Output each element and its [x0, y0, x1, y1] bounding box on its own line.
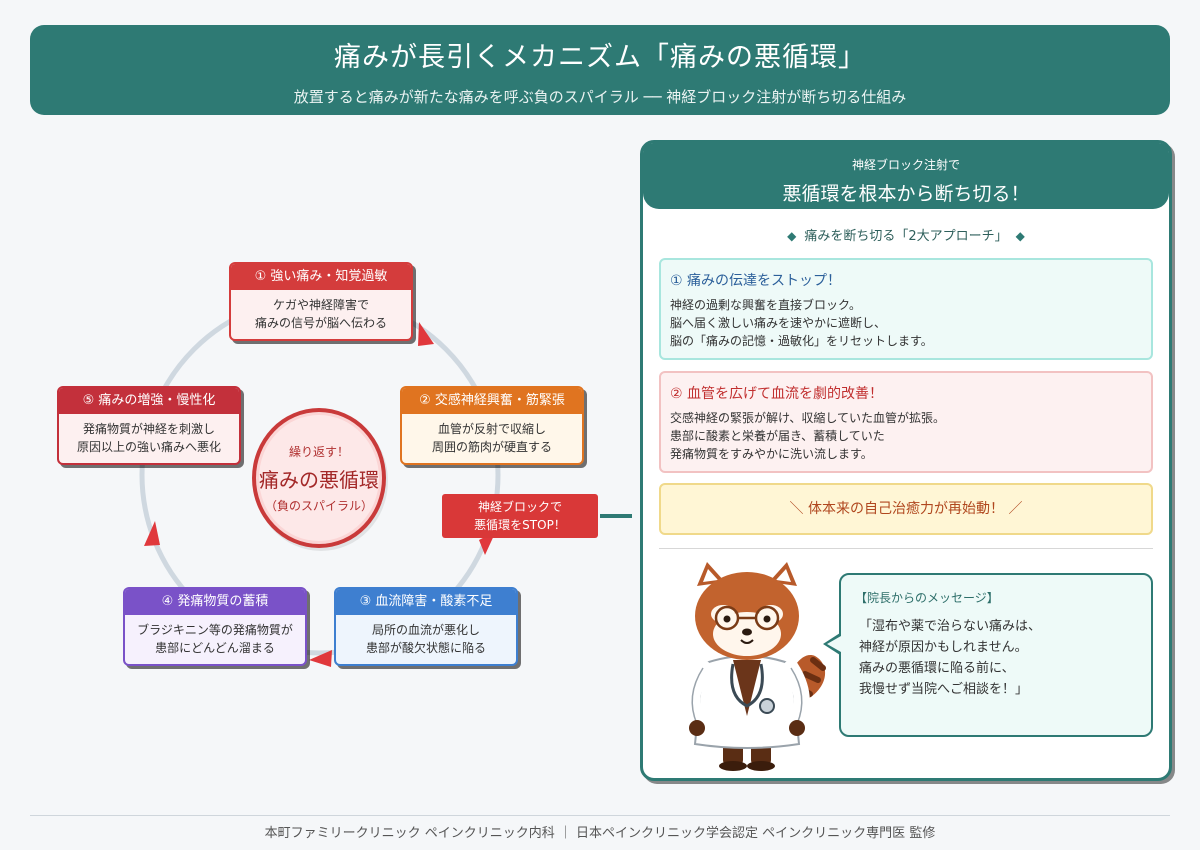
page-subtitle: 放置すると痛みが新たな痛みを呼ぶ負のスパイラル ── 神経ブロック注射が断ち切る…: [293, 88, 907, 106]
cycle-arrow-icon: [144, 521, 160, 546]
stop-text: 悪循環をSTOP！: [474, 518, 566, 532]
node-text: 周囲の筋肉が硬直する: [431, 440, 552, 454]
card-text: 患部に酸素と栄養が届き、蓄積していた: [670, 429, 885, 443]
panel-header: 神経ブロック注射で 悪循環を根本から断ち切る！: [643, 143, 1169, 209]
node-text: 局所の血流が悪化し: [371, 623, 480, 637]
message-text: 我慢せず当院へご相談を！」: [859, 682, 1029, 697]
node-text: 原因以上の強い痛みへ悪化: [76, 440, 221, 454]
cycle-node-blood-flow: ③ 血流障害・酸素不足 局所の血流が悪化し 患部が酸欠状態に陥る: [334, 587, 518, 666]
node-text: 発痛物質が神経を刺激し: [82, 422, 215, 436]
node-title: ① 強い痛み・知覚過敏: [231, 264, 411, 290]
footer-credit: 本町ファミリークリニック ペインクリニック内科 ｜ 日本ペインクリニック学会認定…: [264, 826, 936, 841]
cycle-arrow-icon: [309, 650, 332, 667]
node-text: 痛みの信号が脳へ伝わる: [254, 316, 387, 330]
footer-divider: [30, 815, 1170, 816]
approach-text: 痛みを断ち切る「2大アプローチ」: [804, 229, 1008, 244]
center-repeat-label: 繰り返す！: [288, 444, 349, 459]
solution-panel: 神経ブロック注射で 悪循環を根本から断ち切る！ ◆ 痛みを断ち切る「2大アプローチ…: [640, 140, 1172, 781]
node-title: ④ 発痛物質の蓄積: [125, 589, 305, 615]
header-banner: 痛みが長引くメカニズム「痛みの悪循環」 放置すると痛みが新たな痛みを呼ぶ負のスパ…: [30, 25, 1170, 115]
page-title: 痛みが長引くメカニズム「痛みの悪循環」: [334, 42, 866, 73]
node-text: ブラジキニン等の発痛物質が: [137, 623, 293, 637]
card-title: ① 痛みの伝達をストップ！: [670, 273, 842, 289]
cycle-node-strong-pain: ① 強い痛み・知覚過敏 ケガや神経障害で 痛みの信号が脳へ伝わる: [229, 262, 413, 341]
message-text: 「湿布や薬で治らない痛みは、: [859, 619, 1042, 634]
center-subtitle: （負のスパイラル）: [264, 498, 373, 513]
message-text: 神経が原因かもしれません。: [859, 640, 1028, 655]
card-text: 神経の過剰な興奮を直接ブロック。: [670, 298, 862, 312]
card-title: ② 血管を広げて血流を劇的改善！: [670, 386, 884, 402]
panel-header-sub: 神経ブロック注射で: [851, 158, 960, 172]
approach-card-2: ② 血管を広げて血流を劇的改善！ 交感神経の緊張が解け、収縮していた血管が拡張。…: [659, 371, 1153, 473]
node-text: 患部にどんどん溜まる: [155, 641, 275, 655]
cycle-node-sympathetic: ② 交感神経興奮・筋緊張 血管が反射で収縮し 周囲の筋肉が硬直する: [400, 386, 584, 465]
divider: [659, 548, 1153, 549]
cycle-node-chronic: ⑤ 痛みの増強・慢性化 発痛物質が神経を刺激し 原因以上の強い痛みへ悪化: [57, 386, 241, 465]
connector-line: [600, 514, 632, 518]
highlight-banner: ＼ 体本来の自己治癒力が再始動！ ／: [659, 483, 1153, 535]
panel-header-title: 悪循環を根本から断ち切る！: [782, 183, 1030, 205]
diamond-icon: ◆: [787, 229, 797, 243]
card-text: 脳の「痛みの記憶・過敏化」をリセットします。: [670, 334, 933, 348]
stop-label: 神経ブロックで 悪循環をSTOP！: [442, 494, 598, 538]
node-text: 血管が反射で収縮し: [437, 422, 546, 436]
center-title: 痛みの悪循環: [259, 467, 379, 492]
node-title: ③ 血流障害・酸素不足: [336, 589, 516, 615]
approach-card-1: ① 痛みの伝達をストップ！ 神経の過剰な興奮を直接ブロック。 脳へ届く激しい痛み…: [659, 258, 1153, 360]
red-panda-doctor-icon: [684, 562, 826, 771]
card-text: 交感神経の緊張が解け、収縮していた血管が拡張。: [670, 411, 946, 425]
speech-tail-inner: [827, 636, 841, 652]
message-text: 痛みの悪循環に陥る前に、: [859, 661, 1015, 676]
diamond-icon: ◆: [1015, 229, 1025, 243]
node-title: ② 交感神経興奮・筋緊張: [402, 388, 582, 414]
stop-text: 神経ブロックで: [477, 500, 562, 514]
node-text: 患部が酸欠状態に陥る: [365, 641, 486, 655]
cycle-center-circle: 繰り返す！ 痛みの悪循環 （負のスパイラル）: [252, 408, 386, 548]
card-text: 発痛物質をすみやかに洗い流します。: [670, 447, 873, 461]
node-text: ケガや神経障害で: [272, 298, 369, 312]
node-title: ⑤ 痛みの増強・慢性化: [59, 388, 239, 414]
message-heading: 【院長からのメッセージ】: [855, 591, 999, 605]
approach-heading: ◆ 痛みを断ち切る「2大アプローチ」 ◆: [643, 225, 1169, 244]
doctor-message-bubble: 【院長からのメッセージ】 「湿布や薬で治らない痛みは、 神経が原因かもしれません…: [839, 573, 1153, 737]
cycle-arrow-icon: [418, 322, 434, 346]
cycle-node-pain-substances: ④ 発痛物質の蓄積 ブラジキニン等の発痛物質が 患部にどんどん溜まる: [123, 587, 307, 666]
card-text: 脳へ届く激しい痛みを速やかに遮断し、: [670, 316, 887, 330]
cycle-ring: [139, 294, 501, 667]
